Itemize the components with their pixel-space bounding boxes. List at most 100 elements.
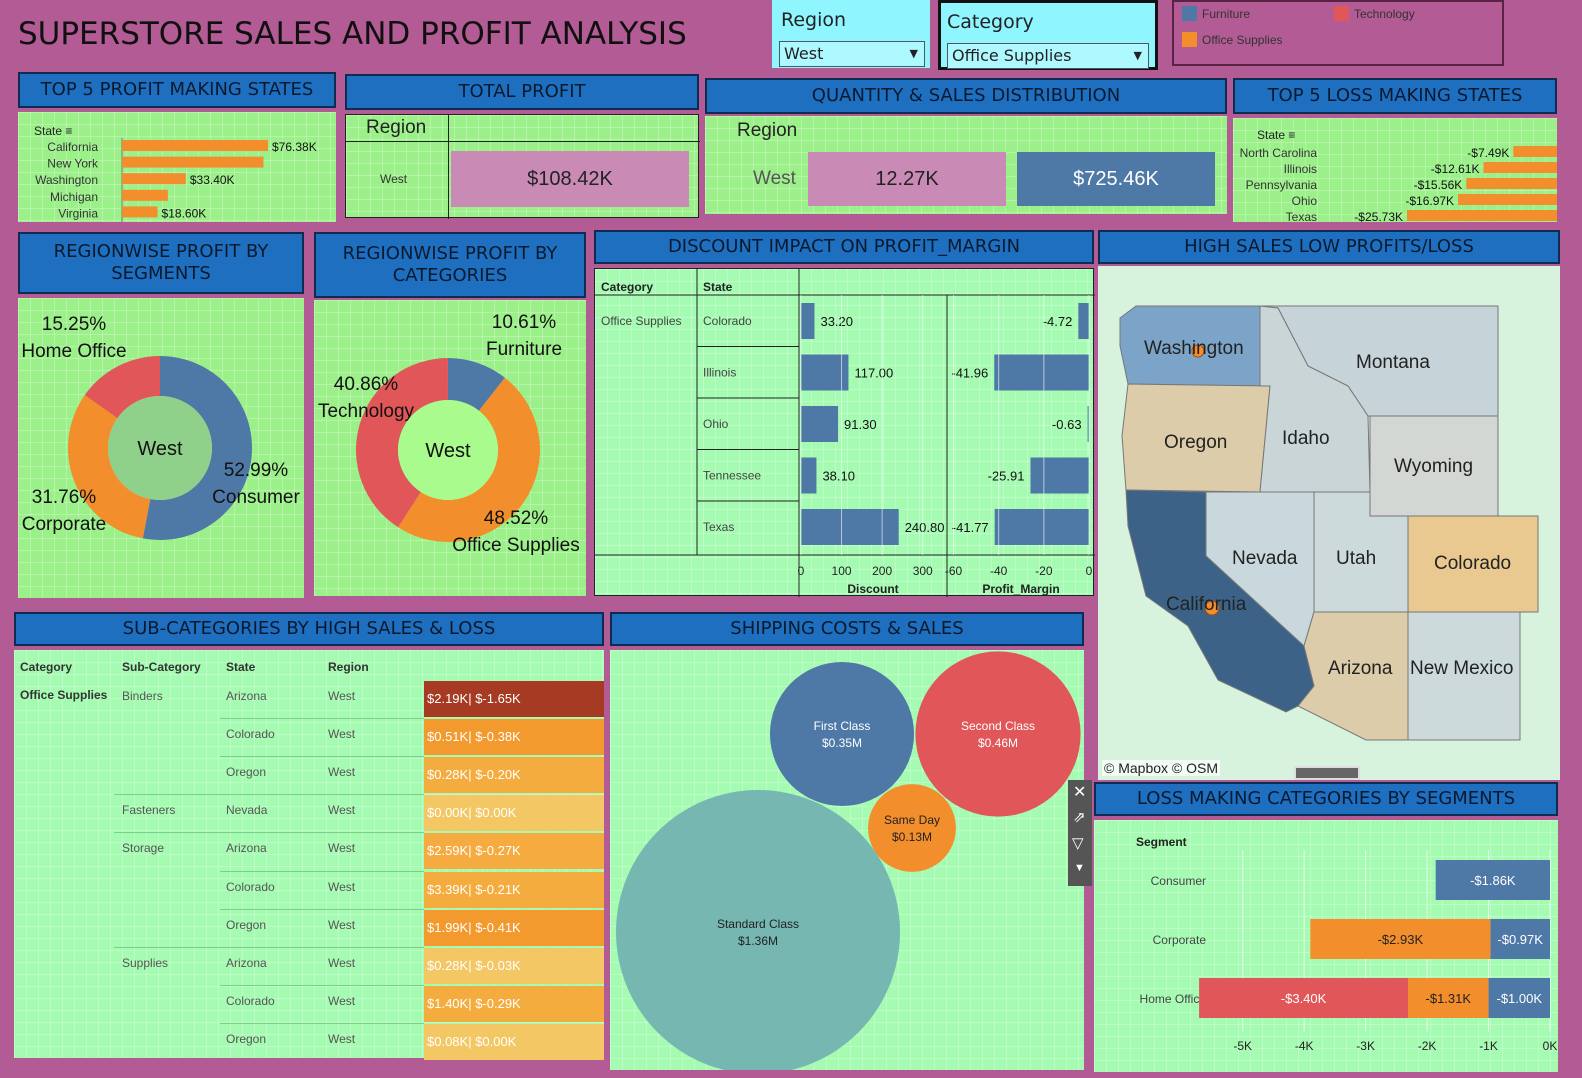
region-dropdown[interactable]: West ▼ [779,41,925,67]
open-external-icon[interactable]: ⇗ [1073,809,1086,826]
top5-loss-bar [1513,146,1557,157]
close-icon[interactable]: ✕ [1073,784,1087,801]
discount-tick-label: 300 [913,564,933,578]
top5-profit-bar [122,189,168,201]
table-cell-state: Colorado [226,727,275,742]
col-subcategory: Sub-Category [122,660,201,674]
discount-value-label: 117.00 [854,366,893,381]
map-washington-marker[interactable] [1191,344,1205,358]
discount-category-label: Office Supplies [601,314,682,328]
profit-margin-value-label: -25.91 [988,469,1025,484]
categories-slice-label: Technology [318,401,415,422]
loss-seg-bar [1408,978,1489,1018]
table-cell-region: West [328,993,356,1008]
top5-loss-value-label: -$12.61K [1431,162,1480,176]
table-cell-state: Arizona [226,841,267,856]
quantity-value: 12.27K [875,167,939,190]
top5-loss-field-label: State ≡ [1257,128,1296,142]
legend-label-furniture: Furniture [1202,7,1251,21]
table-cell-region: West [328,765,356,780]
total-profit-region: West [380,172,408,186]
top5-profit-value-label: $33.40K [190,173,235,187]
legend-label-office-supplies: Office Supplies [1202,33,1283,47]
segments-slice [67,395,151,539]
loss-seg-value-label: -$1.86K [1470,873,1516,888]
discount-value-label: 38.10 [822,469,855,484]
loss-seg-bar [1488,978,1550,1018]
table-cell-sales-profit: $1.40K| $-0.29K [424,985,604,1022]
table-cell-region: West [328,1031,356,1046]
region-filter[interactable]: Region West ▼ [772,0,930,68]
discount-bar [801,406,839,442]
profit-margin-bar [1087,406,1089,442]
map-idaho[interactable] [1259,305,1371,493]
loss-seg-value-label: -$1.00K [1496,991,1542,1006]
loss-seg-bar [1310,919,1491,959]
map-california[interactable] [1125,489,1315,713]
map-oregon[interactable] [1121,383,1271,493]
map-attribution[interactable]: © Mapbox © OSM [1102,760,1220,776]
top5-profit-bar [122,156,264,168]
more-options-icon[interactable]: ▼ [1074,862,1085,874]
filter-icon[interactable]: ▽ [1072,835,1084,852]
segments-slice [142,356,252,540]
top5-profit-state-label: California [47,140,98,154]
loss-seg-bar [1199,978,1409,1018]
segments-hole [108,396,212,500]
map-resize-handle[interactable] [1294,766,1360,780]
profit-margin-bar [994,509,1089,545]
segments-slice [84,356,160,419]
legend-label-technology: Technology [1354,7,1415,21]
legend-swatch-office-supplies [1182,32,1197,47]
shipping-bubble-name: Second Class [961,719,1035,733]
table-row[interactable]: Colorado West $1.40K| $-0.29K [14,984,604,1023]
profit-axis-title: Profit_Margin [982,582,1059,596]
table-cell-sales-profit: $2.19K| $-1.65K [424,681,604,717]
top5-profit-state-label: Washington [35,173,98,187]
map-colorado[interactable] [1407,515,1539,613]
map-california-marker[interactable] [1204,600,1220,616]
categories-pct-label: 40.86% [334,374,399,395]
high-sales-map-header: HIGH SALES LOW PROFITS/LOSS [1098,230,1560,264]
sort-icon[interactable]: ≡ [65,124,73,138]
sort-icon[interactable]: ≡ [1288,128,1296,142]
profit-margin-value-label: -41.96 [951,366,988,381]
col-category: Category [20,660,73,674]
color-legend: Furniture Technology Office Supplies [1172,0,1504,66]
west-states-map[interactable]: Washington Montana Oregon Idaho Wyoming … [1098,266,1560,780]
table-cell-subcategory: Storage [122,841,165,856]
legend-swatch-furniture [1182,6,1197,21]
table-cell-sales-profit: $2.59K| $-0.27K [424,833,604,870]
table-cell-state: Colorado [226,993,275,1008]
loss-segments-header: LOSS MAKING CATEGORIES BY SEGMENTS [1094,782,1558,816]
loss-seg-tick-label: -1K [1479,1039,1498,1053]
map-new-mexico[interactable] [1407,611,1521,741]
category-filter[interactable]: Category Office Supplies ▼ [938,0,1158,70]
shipping-bubble-value: $0.13M [892,830,932,844]
top5-profit-bar [122,173,186,185]
category-dropdown[interactable]: Office Supplies ▼ [947,43,1149,69]
region-filter-label: Region [781,9,847,31]
top5-loss-state-label: Pennsylvania [1246,178,1318,192]
profit-margin-bar [1030,457,1089,494]
map-svg[interactable] [1098,266,1560,780]
shipping-bubble-name: Same Day [884,813,940,827]
table-cell-region: West [328,955,356,970]
profit-tick-label: 0 [1086,564,1093,578]
categories-slice-label: Furniture [486,339,562,360]
loss-seg-value-label: -$3.40K [1281,991,1327,1006]
table-cell-state: Nevada [226,803,268,818]
categories-slice [356,358,448,528]
